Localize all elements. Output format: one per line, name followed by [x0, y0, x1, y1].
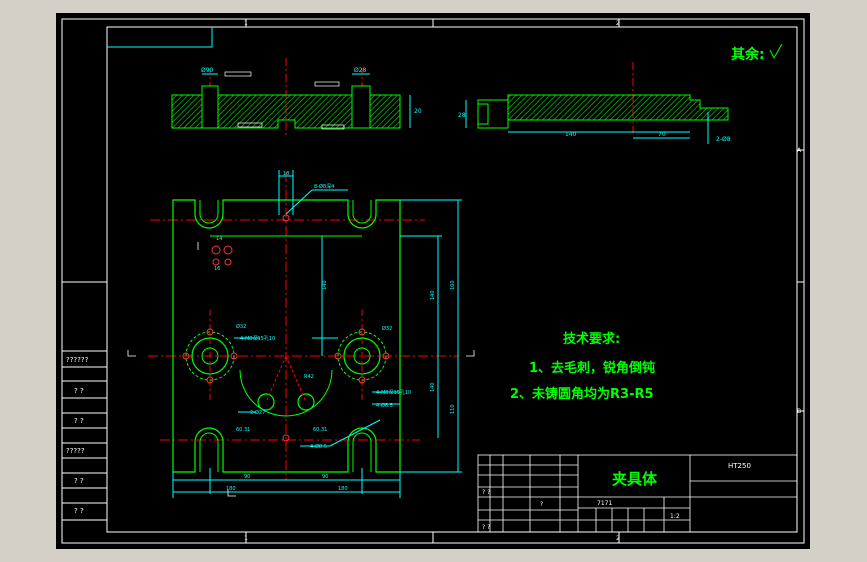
top-dim-d28: Ø28 — [354, 67, 367, 74]
dim-bore-left: Ø32 — [236, 323, 246, 330]
dim-v-140: 140 — [322, 280, 328, 290]
dim-mid-a: 60.31 — [236, 427, 250, 433]
right-dim-28: 28 — [458, 112, 466, 119]
dim-top-width: 18 — [283, 171, 289, 177]
side-info-table — [61, 281, 108, 521]
roughness-symbol-icon — [769, 43, 783, 60]
side-table-r1: ?????? — [66, 356, 89, 364]
top-dim-d90: Ø90 — [201, 67, 214, 74]
zone-right-b: B — [797, 408, 801, 415]
dim-r-note: 4-Ø6.5 — [376, 402, 393, 409]
right-section-view — [465, 62, 729, 144]
material: HT250 — [728, 462, 751, 470]
dim-bottom-right: 90 — [322, 474, 328, 480]
plan-view — [127, 170, 475, 498]
drawing-canvas[interactable] — [56, 13, 810, 549]
title-cell-b: ? ? — [482, 524, 490, 531]
dim-bottom-left: 90 — [244, 474, 250, 480]
dim-bolt-right: 4-M8深15孔10 — [376, 389, 411, 396]
roughness-note: 其余: — [731, 46, 765, 63]
dim-slot-note: 8-Ø8深4 — [314, 183, 334, 190]
dim-slot-b: 4-Ø8.5 — [310, 443, 327, 450]
right-dim-140: 140 — [565, 131, 577, 138]
dim-v-140c: 140 — [430, 382, 436, 392]
zone-right-a: A — [797, 147, 802, 154]
dim-v-110: 110 — [450, 404, 456, 414]
sheet-code: 7171 — [597, 500, 612, 507]
right-dim-d8: 2-Ø8 — [716, 136, 731, 143]
side-table-r5: ? ? — [74, 477, 84, 485]
title-cell-c: ? — [540, 501, 543, 508]
dim-bore-right: Ø32 — [382, 325, 392, 332]
dim-small-14: 14 — [216, 236, 222, 242]
dim-v-140b: 140 — [430, 290, 436, 300]
dim-bottom-total-left: 180 — [226, 486, 236, 492]
top-dim-h20: 20 — [414, 108, 422, 115]
reverse-title-box — [107, 27, 213, 48]
title-block — [477, 454, 798, 533]
drawing-frame — [106, 26, 798, 533]
dim-r-holes: 2-Ø27 — [250, 409, 265, 416]
dim-mid-b: 60.31 — [313, 427, 327, 433]
side-table-r4: ????? — [66, 447, 85, 455]
tech-req-item-1: 1、去毛刺，锐角倒钝 — [529, 360, 655, 376]
side-table-r6: ? ? — [74, 507, 84, 515]
dim-r-label: R42 — [304, 374, 314, 380]
scale: 1:2 — [670, 513, 680, 520]
side-table-r3: ? ? — [74, 417, 84, 425]
title-cell-a: ? ? — [482, 489, 490, 496]
dim-small-16: 16 — [214, 266, 220, 272]
tech-req-heading: 技术要求: — [563, 331, 620, 347]
zone-bottom-1: 1 — [244, 535, 248, 542]
top-section-view — [171, 58, 411, 136]
right-dim-70: 70 — [658, 131, 666, 138]
zone-bottom-2: 2 — [616, 535, 620, 542]
zone-top-2: 2 — [616, 20, 620, 27]
dim-bolt-left: 4-M8深15孔10 — [240, 335, 275, 342]
dim-v-160: 160 — [450, 280, 456, 290]
zone-top-1: 1 — [244, 20, 248, 27]
part-name: 夹具体 — [612, 470, 658, 488]
tech-req-item-2: 2、未铸圆角均为R3-R5 — [510, 386, 654, 402]
side-table-r2: ? ? — [74, 387, 84, 395]
dim-bottom-total-right: 180 — [338, 486, 348, 492]
